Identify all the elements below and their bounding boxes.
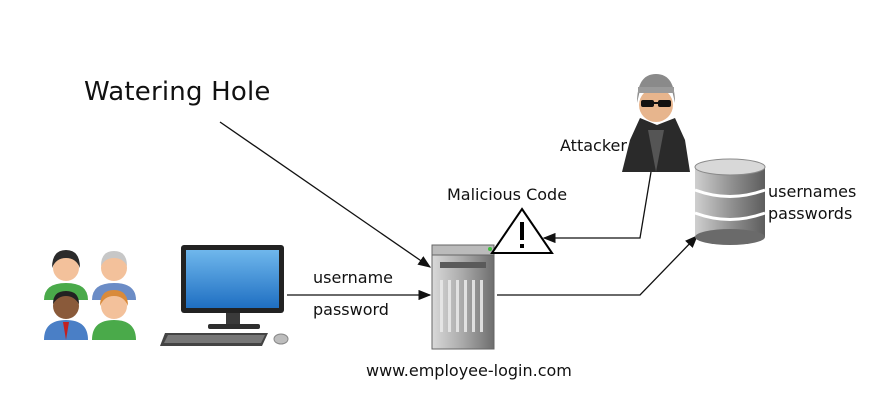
watering-hole-arrow [219,121,432,268]
users-group-icon [44,250,136,340]
attacker-to-malware-arrow [542,171,652,244]
malicious-code-label: Malicious Code [447,185,568,204]
credential-label-password: password [313,300,389,319]
db-label-usernames: usernames [768,182,857,201]
hacker-icon [622,74,690,172]
server-to-db-arrow [497,235,698,296]
credential-label-username: username [313,268,393,287]
diagram-title: Watering Hole [84,77,271,107]
attacker-label: Attacker [560,136,627,155]
server-icon [431,244,495,350]
db-label-passwords: passwords [768,204,853,223]
warning-icon [490,207,554,254]
server-url-label: www.employee-login.com [366,361,572,380]
computer-icon [160,245,289,346]
database-icon [694,158,766,245]
